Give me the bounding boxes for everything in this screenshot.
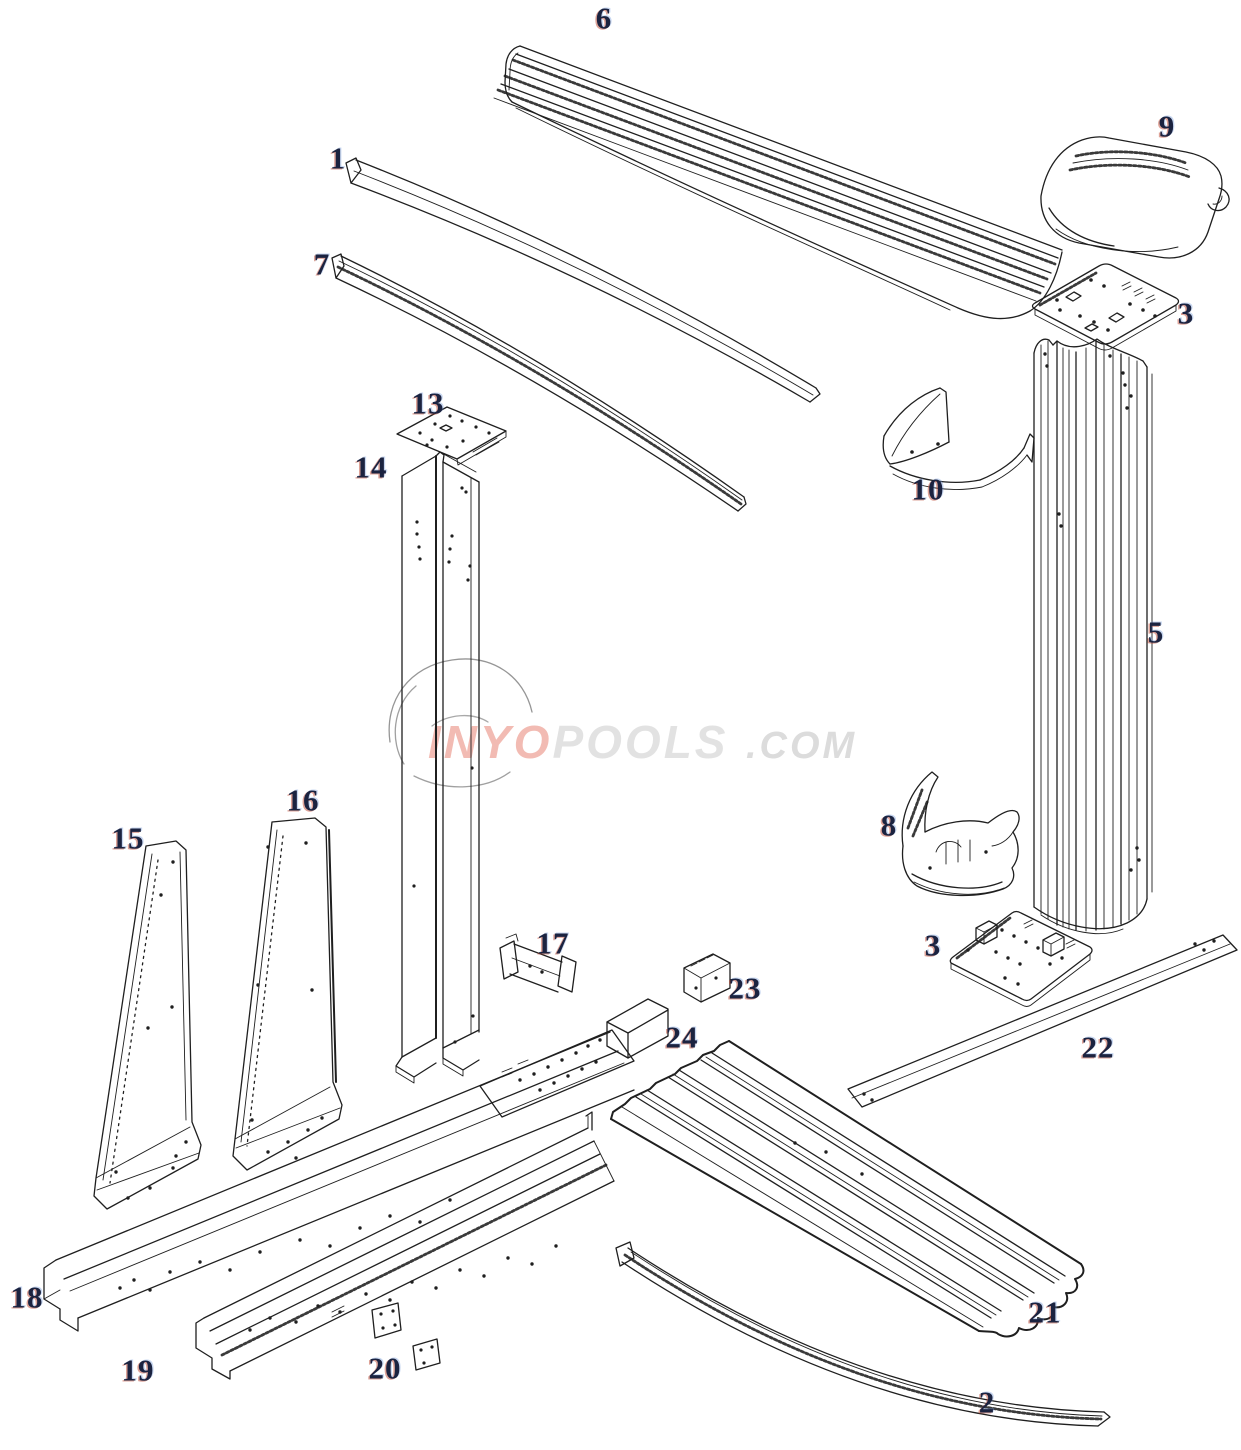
part-label-3-bottom: 3 [924, 927, 942, 963]
part-2-bottom-track [615, 1241, 1111, 1427]
part-label-22: 22 [1081, 1029, 1115, 1065]
part-label-19: 19 [121, 1352, 155, 1388]
part-label-24: 24 [665, 1019, 699, 1055]
part-14-square-column [395, 451, 480, 1084]
part-label-20: 20 [368, 1350, 402, 1386]
part-label-14: 14 [354, 449, 388, 485]
part-5-upright [1033, 338, 1153, 935]
part-6-top-ledge [493, 45, 1063, 320]
part-9-top-cap [1040, 136, 1230, 259]
part-24-hardware-box [606, 998, 669, 1059]
part-15-wedge-brace [93, 840, 202, 1210]
watermark-text-com: .COM [746, 725, 857, 767]
part-label-1: 1 [329, 140, 347, 176]
part-3-top-plate [1031, 263, 1180, 351]
watermark-text: INYOPOOLS [428, 716, 729, 768]
part-label-18: 18 [10, 1279, 44, 1315]
part-21-wall-panel [610, 1040, 1085, 1338]
part-13-post-plate [396, 406, 507, 466]
part-18-channel-rail [43, 1029, 635, 1332]
part-23-slotted-plate [683, 953, 731, 1003]
part-label-17: 17 [536, 925, 570, 961]
part-label-10: 10 [911, 471, 945, 507]
part-label-7: 7 [313, 246, 331, 282]
part-label-9: 9 [1158, 108, 1176, 144]
part-22-flat-strap [847, 934, 1238, 1108]
watermark-text-inyo: INYO [428, 716, 552, 768]
part-label-3-top: 3 [1177, 295, 1195, 331]
part-1-stabilizer-rail [345, 157, 821, 403]
part-8-base-bracket [901, 771, 1020, 897]
part-label-15: 15 [111, 820, 145, 856]
part-label-16: 16 [286, 782, 320, 818]
part-17-joiner-bracket [499, 933, 577, 993]
part-label-23: 23 [728, 970, 762, 1006]
part-label-5: 5 [1147, 614, 1165, 650]
part-3-base-plate [949, 910, 1093, 1007]
part-label-21: 21 [1028, 1294, 1062, 1330]
watermark-text-pools: POOLS [552, 716, 728, 768]
part-20-small-plates [371, 1302, 441, 1371]
part-label-2: 2 [978, 1384, 996, 1420]
part-10-support-bracket [882, 387, 1035, 490]
part-19-channel-rail [195, 1111, 615, 1380]
part-label-8: 8 [880, 807, 898, 843]
inyopools-watermark: INYOPOOLS .COM [388, 658, 857, 788]
part-16-wedge-brace [232, 817, 343, 1171]
part-7-bottom-rail [331, 253, 747, 512]
part-label-6: 6 [595, 0, 613, 36]
part-label-13: 13 [411, 385, 445, 421]
